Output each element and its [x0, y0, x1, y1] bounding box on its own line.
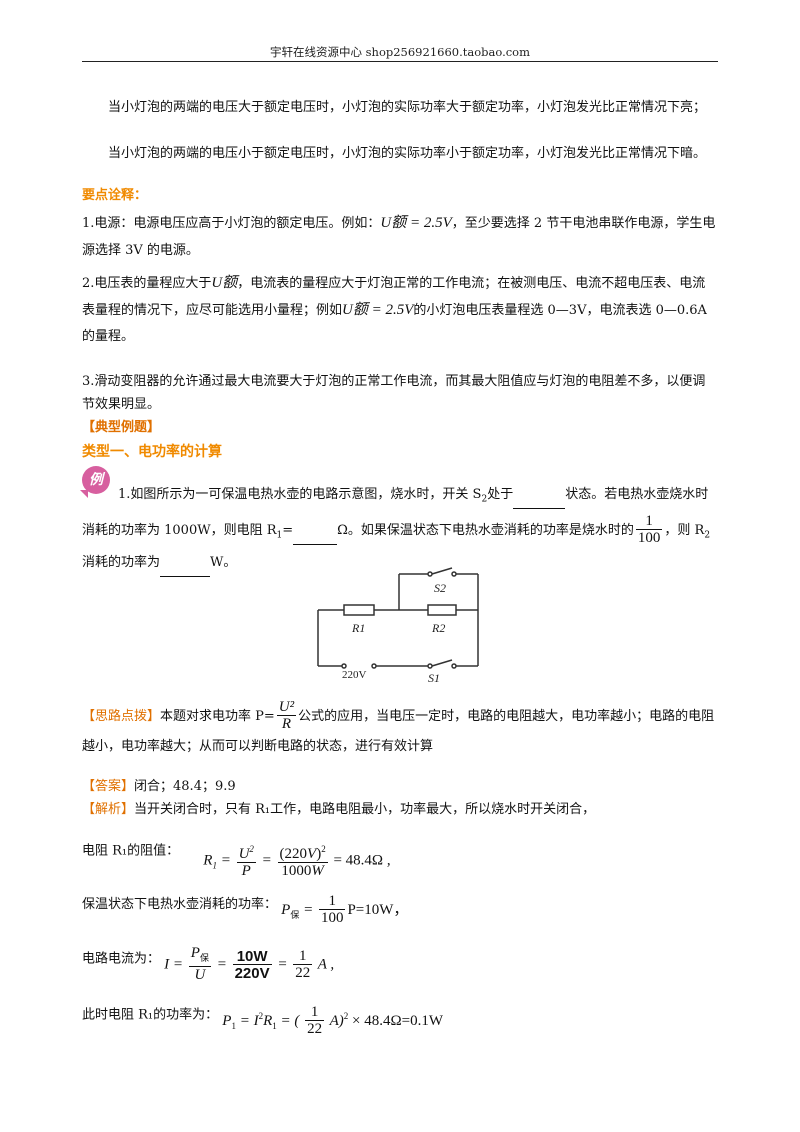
label-220v: 220V [342, 669, 367, 681]
label-r2: R2 [431, 621, 445, 635]
blank-state [513, 481, 566, 509]
label-r1: R1 [351, 621, 365, 635]
key-point-3: 3.滑动变阻器的允许通过最大电流要大于灯泡的正常工作电流，而其最大阻值应与灯泡的… [82, 374, 706, 412]
blank-r2-power [160, 549, 211, 578]
answer-line: 【答案】闭合；48.4；9.9 [82, 779, 236, 794]
key-points-title: 要点诠释： [82, 188, 148, 203]
switch-s1 [431, 659, 453, 667]
key-point-1: 1.电源：电源电压应高于小灯泡的额定电压。例如：U额 = 2.5V，至少要选择 … [82, 215, 716, 258]
u-rated-formula-2: U额 = 2.5V [342, 302, 414, 318]
resistor-r2 [427, 604, 457, 616]
intro-paragraph-1: 当小灯泡的两端的电压大于额定电压时，小灯泡的实际功率大于额定功率，小灯泡发光比正… [108, 100, 707, 115]
label-s2: S2 [434, 581, 446, 595]
example-badge: 例 [80, 466, 110, 498]
circuit-diagram: R1 R2 S2 S1 220V [317, 567, 479, 685]
intro-paragraph-2: 当小灯泡的两端的电压小于额定电压时，小灯泡的实际功率小于额定功率，小灯泡发光比正… [108, 146, 707, 161]
blank-r1 [293, 517, 338, 545]
resistor-r1 [343, 604, 375, 616]
analysis-line: 【解析】当开关闭合时，只有 R₁工作，电路电阻最小，功率最大，所以烧水时开关闭合… [82, 802, 596, 817]
u-rated-symbol: U额 [211, 275, 238, 291]
label-s1: S1 [428, 671, 440, 685]
header-rule [82, 61, 718, 62]
examples-title: 【典型例题】 [82, 420, 161, 435]
switch-s2 [431, 567, 453, 575]
question-1: 1.如图所示为一可保温电热水壶的电路示意图，烧水时，开关 S2处于 状态。若电热… [82, 481, 718, 578]
page-header: 宇轩在线资源中心 shop256921660.taobao.com [269, 45, 531, 59]
key-point-2: 2.电压表的量程应大于U额，电流表的量程应大于灯泡正常的工作电流；在被测电压、电… [82, 275, 707, 344]
u-rated-formula: U额 = 2.5V [380, 215, 452, 231]
type1-title: 类型一、电功率的计算 [82, 444, 222, 460]
